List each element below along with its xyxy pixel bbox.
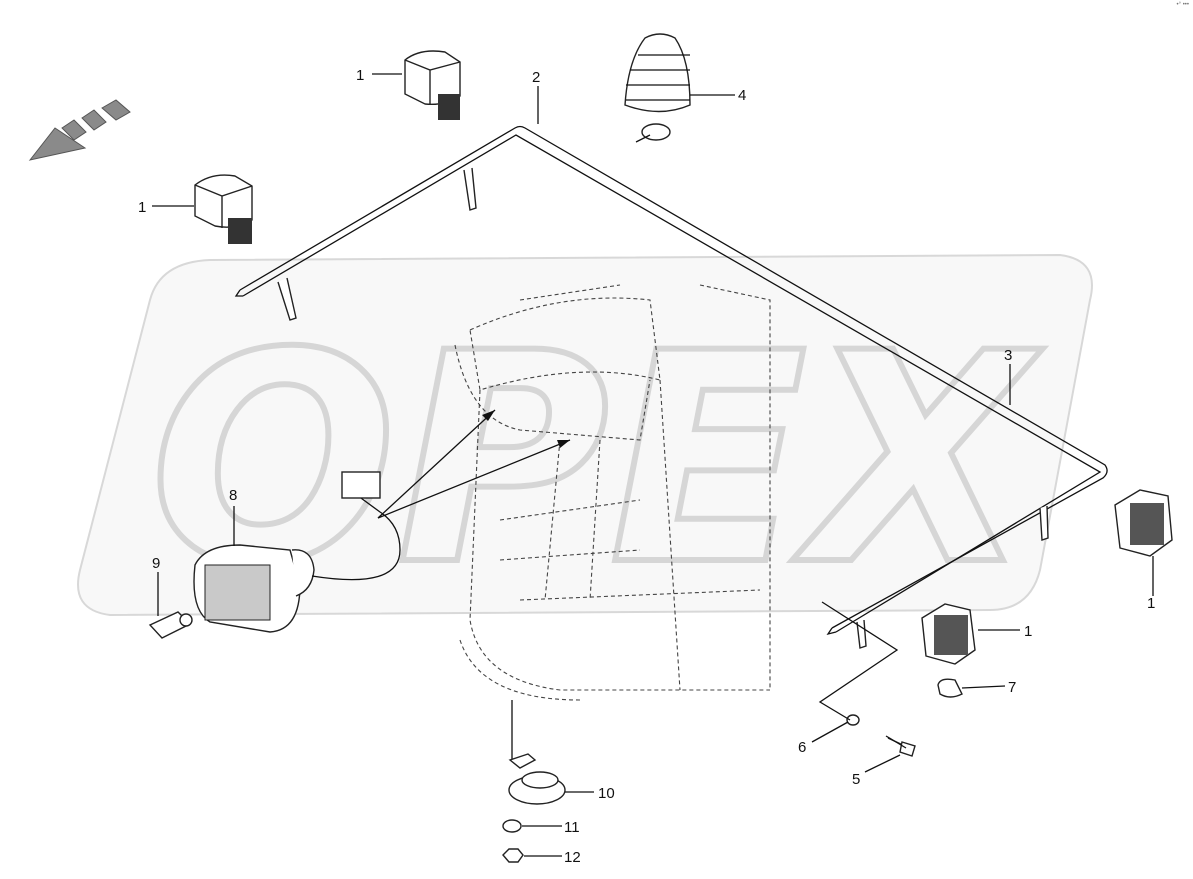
direction-arrow-icon: [28, 99, 131, 161]
callout-11: 11: [564, 819, 580, 836]
callout-9: 9: [152, 555, 160, 572]
callout-2: 2: [532, 69, 540, 86]
work-lamp-rear: [921, 603, 976, 665]
watermark-gear: [77, 253, 1093, 617]
callout-1-top: 1: [356, 67, 364, 84]
mounting-arrows: [377, 409, 571, 519]
leader-lines: [152, 73, 1154, 857]
work-lamp-left: [194, 174, 253, 244]
cab-frame: [454, 284, 771, 701]
headlamp: [193, 471, 401, 633]
bulb: [148, 611, 193, 639]
work-lamp-top: [404, 50, 461, 120]
work-lamp-right: [1114, 489, 1173, 557]
bolt: [885, 735, 916, 757]
assembly-guide: [818, 601, 899, 721]
corner-tag: •° •••: [1176, 2, 1189, 8]
callout-7: 7: [1008, 679, 1016, 696]
callout-1-right: 1: [1147, 595, 1155, 612]
callout-4: 4: [738, 87, 746, 104]
roof-harness-bar: [234, 125, 1108, 649]
watermark: OPEX: [77, 253, 1093, 632]
callout-1-left: 1: [138, 199, 146, 216]
cable-clip: [937, 678, 963, 698]
callouts: 1 1 1 1 2 3 4 5 6 7 8 9 10 11 12: [138, 67, 1155, 866]
callout-10: 10: [598, 785, 615, 802]
nut: [502, 848, 524, 863]
callout-1-rear: 1: [1024, 623, 1032, 640]
callout-6: 6: [798, 739, 806, 756]
callout-12: 12: [564, 849, 581, 866]
callout-3: 3: [1004, 347, 1012, 364]
callout-8: 8: [229, 487, 237, 504]
horn: [508, 700, 566, 805]
washer: [502, 819, 522, 833]
rotating-beacon: [624, 33, 691, 143]
small-washer: [846, 714, 860, 726]
callout-5: 5: [852, 771, 860, 788]
